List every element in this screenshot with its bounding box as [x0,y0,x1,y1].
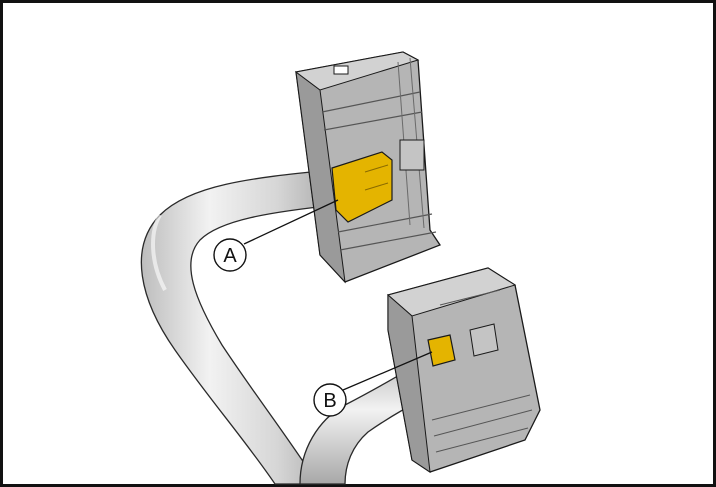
upper-connector [294,51,441,284]
callout-label-a: A [223,245,237,267]
callout-a: A [213,199,339,272]
callout-b: B [313,351,433,417]
callout-circle-a [213,238,247,272]
callout-label-b: B [323,390,336,412]
locking-tab-a [331,151,393,223]
lower-connector [386,267,541,474]
leader-line-a [243,199,339,245]
top-notch [333,65,349,75]
wiring-harness-cable [140,169,431,485]
locking-tab-b [427,334,456,367]
callout-circle-b [313,383,347,417]
leader-line-b [342,351,433,391]
